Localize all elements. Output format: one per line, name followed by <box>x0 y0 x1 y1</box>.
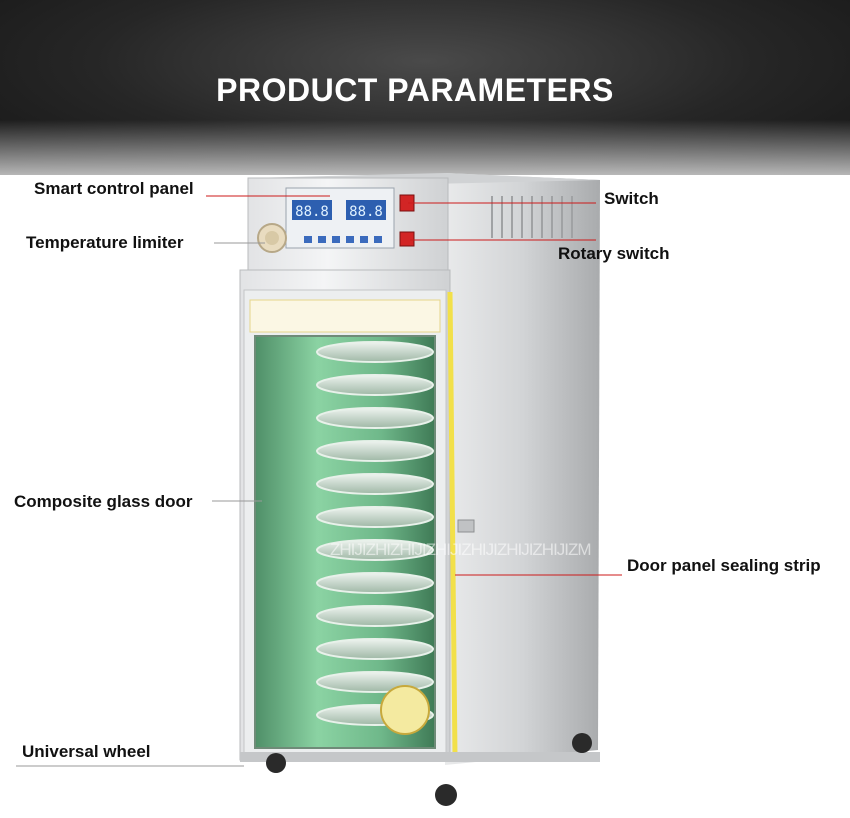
label-composite-glass-door: Composite glass door <box>14 492 193 511</box>
page-title: PRODUCT PARAMETERS <box>216 72 614 108</box>
label-temperature-limiter: Temperature limiter <box>26 233 184 252</box>
label-switch: Switch <box>604 189 659 208</box>
panel-buttons <box>304 236 382 243</box>
universal-wheels <box>266 733 592 806</box>
label-universal-wheel: Universal wheel <box>22 742 151 761</box>
door-latch <box>457 519 475 533</box>
label-door-sealing-strip: Door panel sealing strip <box>627 556 821 575</box>
display-left: 88.8 <box>295 204 329 220</box>
door-sealing-strip <box>447 291 458 757</box>
label-rotary-switch: Rotary switch <box>558 244 670 263</box>
label-smart-control-panel: Smart control panel <box>34 179 194 198</box>
rotary-switch <box>399 231 415 247</box>
watermark: ZHIJIZHIZHIJIZHIJIZHIJIZHIJIZHIJIZM <box>330 540 592 559</box>
display-right: 88.8 <box>349 204 383 220</box>
cabinet-base <box>240 752 600 762</box>
cabinet-side <box>445 173 600 765</box>
